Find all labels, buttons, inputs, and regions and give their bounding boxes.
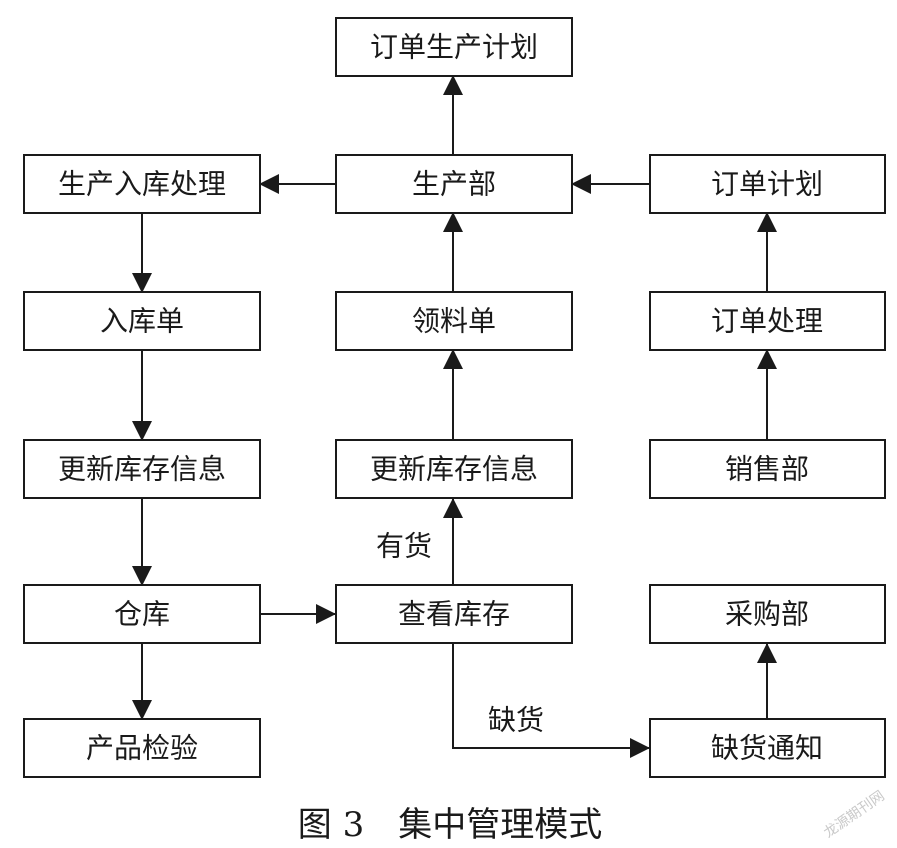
node-order-processing: 订单处理	[649, 291, 886, 351]
node-label: 更新库存信息	[370, 453, 538, 486]
node-product-inspection: 产品检验	[23, 718, 261, 778]
node-label: 生产入库处理	[58, 168, 226, 201]
node-label: 采购部	[725, 598, 809, 631]
node-production-inbound: 生产入库处理	[23, 154, 261, 214]
node-update-inventory-left: 更新库存信息	[23, 439, 261, 499]
node-out-of-stock-notice: 缺货通知	[649, 718, 886, 778]
edge-label-out-of-stock: 缺货	[488, 704, 544, 737]
node-label: 查看库存	[398, 598, 510, 631]
node-label: 更新库存信息	[58, 453, 226, 486]
node-label: 缺货通知	[711, 732, 823, 765]
edge-check-inventory-to-out-of-stock-notice	[452, 643, 650, 758]
node-warehouse: 仓库	[23, 584, 261, 644]
watermark: 龙源期刊网	[821, 788, 888, 841]
node-purchasing-dept: 采购部	[649, 584, 886, 644]
node-order-production-plan: 订单生产计划	[335, 17, 573, 77]
node-order-plan: 订单计划	[649, 154, 886, 214]
node-production-dept: 生产部	[335, 154, 573, 214]
edges	[132, 75, 777, 758]
node-label: 入库单	[100, 305, 184, 338]
node-label: 产品检验	[86, 732, 198, 765]
node-material-requisition: 领料单	[335, 291, 573, 351]
node-inbound-slip: 入库单	[23, 291, 261, 351]
node-label: 生产部	[412, 168, 496, 201]
node-update-inventory-mid: 更新库存信息	[335, 439, 573, 499]
node-label: 订单生产计划	[370, 31, 538, 64]
node-sales-dept: 销售部	[649, 439, 886, 499]
node-label: 仓库	[114, 598, 170, 631]
node-label: 领料单	[412, 305, 496, 338]
figure-caption: 图 3 集中管理模式	[298, 805, 602, 845]
edge-label-in-stock: 有货	[376, 530, 432, 563]
node-label: 销售部	[725, 453, 809, 486]
node-label: 订单计划	[711, 168, 823, 201]
node-check-inventory: 查看库存	[335, 584, 573, 644]
node-label: 订单处理	[711, 305, 823, 338]
